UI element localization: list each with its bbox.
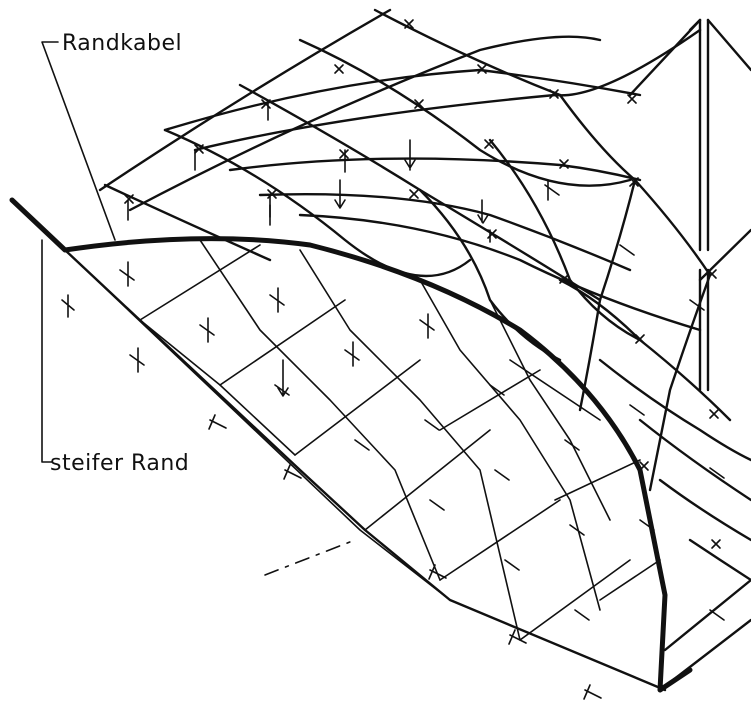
randkabel-label: Randkabel (62, 31, 182, 56)
stiff-edge (63, 248, 667, 692)
label-leaders (41, 41, 116, 463)
steifer-rand-label: steifer Rand (50, 451, 189, 476)
upper-cable-net (98, 8, 751, 692)
edge-cable (9, 197, 693, 693)
net-node-markers (124, 19, 721, 549)
